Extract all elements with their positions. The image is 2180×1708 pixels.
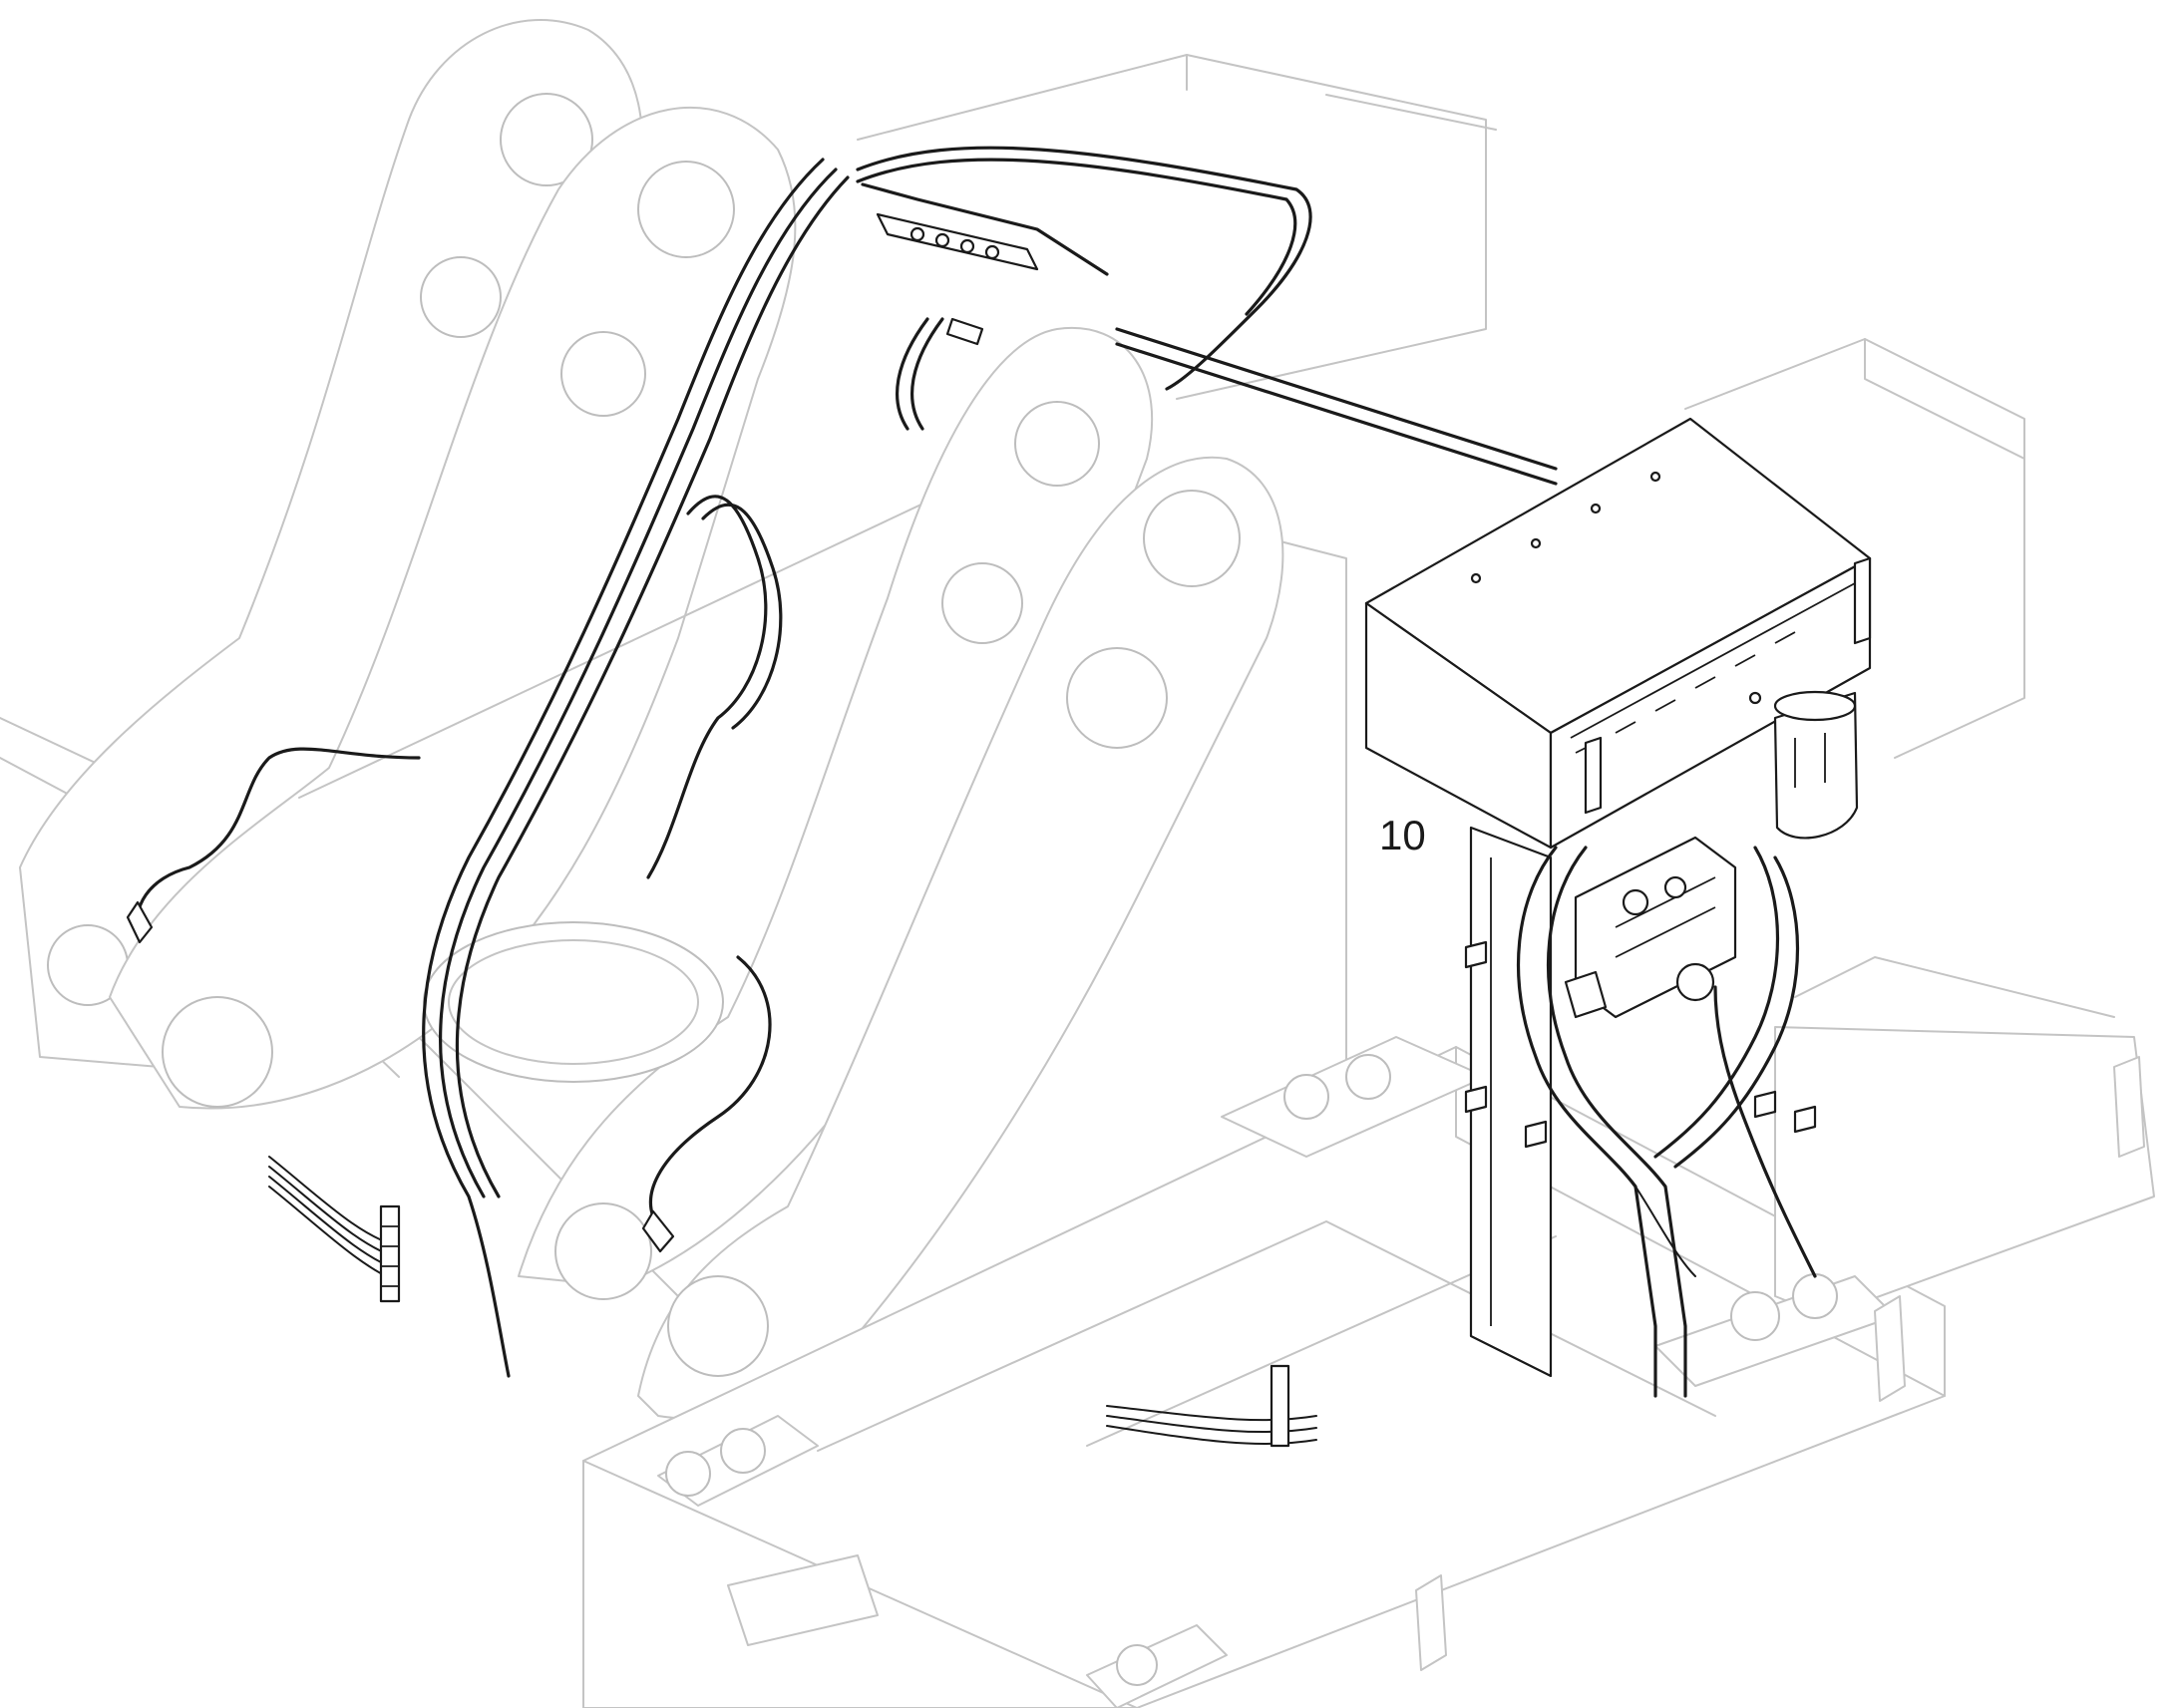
machine-frame [0, 19, 2155, 1708]
item-10-assembly [1364, 417, 1872, 1398]
hose-routing [126, 146, 1558, 1448]
callout-label-10: 10 [1379, 812, 1426, 858]
